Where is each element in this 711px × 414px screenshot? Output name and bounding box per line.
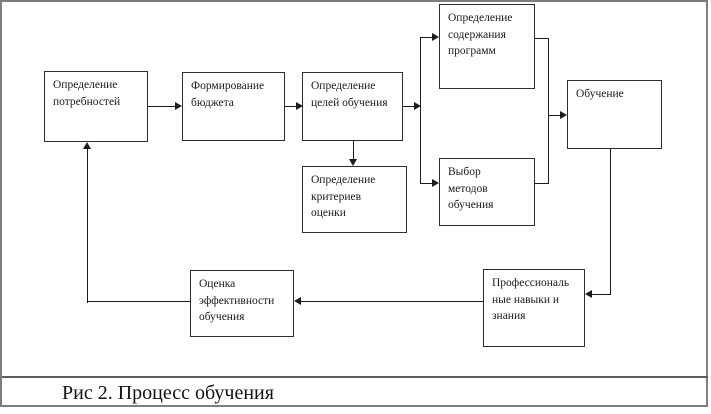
node-skills: Профессиональ ные навыки и знания xyxy=(483,269,585,347)
node-criteria: Определение критериев оценки xyxy=(302,166,407,233)
node-skills-label: Профессиональ ные навыки и знания xyxy=(492,277,570,322)
connector-content-merge xyxy=(534,38,549,40)
connector-merge-vertical xyxy=(548,38,550,184)
arrowhead-needs-budget-icon xyxy=(175,102,182,110)
connector-training-down xyxy=(610,149,612,295)
connector-junction-content xyxy=(420,37,433,39)
connector-merge-training xyxy=(548,115,560,117)
arrowhead-training-skills-icon xyxy=(585,290,592,298)
connector-budget-goals xyxy=(285,106,297,108)
arrowhead-merge-training-icon xyxy=(560,111,567,119)
arrowhead-junction-content-icon xyxy=(432,33,439,41)
arrowhead-goals-criteria-icon xyxy=(349,159,357,166)
caption-separator xyxy=(2,376,708,378)
node-goals-label: Определение целей обучения xyxy=(311,80,388,109)
connector-skills-evaluation xyxy=(301,301,483,303)
node-evaluation: Оценка эффективности обучения xyxy=(190,270,294,337)
arrowhead-junction-methods-icon xyxy=(432,179,439,187)
node-content: Определение содержания программ xyxy=(439,4,535,89)
figure-caption: Рис 2. Процесс обучения xyxy=(62,382,274,404)
node-evaluation-label: Оценка эффективности обучения xyxy=(199,278,275,323)
connector-junction-methods xyxy=(420,183,433,185)
connector-evaluation-left xyxy=(88,301,190,303)
connector-needs-budget xyxy=(147,106,176,108)
node-budget: Формирование бюджета xyxy=(182,72,285,141)
node-training-label: Обучение xyxy=(576,88,624,100)
node-methods: Выбор методов обучения xyxy=(439,158,535,226)
connector-feedback-vertical xyxy=(87,149,89,303)
node-content-label: Определение содержания программ xyxy=(448,12,513,57)
node-training: Обучение xyxy=(567,80,662,149)
connector-goals-junction xyxy=(403,106,415,108)
arrowhead-budget-goals-icon xyxy=(296,102,303,110)
connector-junction-vertical xyxy=(420,37,422,184)
connector-methods-merge xyxy=(534,183,549,185)
connector-goals-criteria xyxy=(353,141,355,159)
node-goals: Определение целей обучения xyxy=(302,72,403,141)
node-methods-label: Выбор методов обучения xyxy=(448,166,494,211)
node-criteria-label: Определение критериев оценки xyxy=(311,174,376,219)
arrowhead-feedback-needs-icon xyxy=(83,142,91,149)
node-needs: Определение потребностей xyxy=(44,71,148,142)
arrowhead-skills-evaluation-icon xyxy=(294,297,301,305)
node-needs-label: Определение потребностей xyxy=(53,79,121,108)
node-budget-label: Формирование бюджета xyxy=(191,80,265,109)
arrowhead-goals-junction-icon xyxy=(414,102,421,110)
connector-training-skills xyxy=(592,293,611,295)
